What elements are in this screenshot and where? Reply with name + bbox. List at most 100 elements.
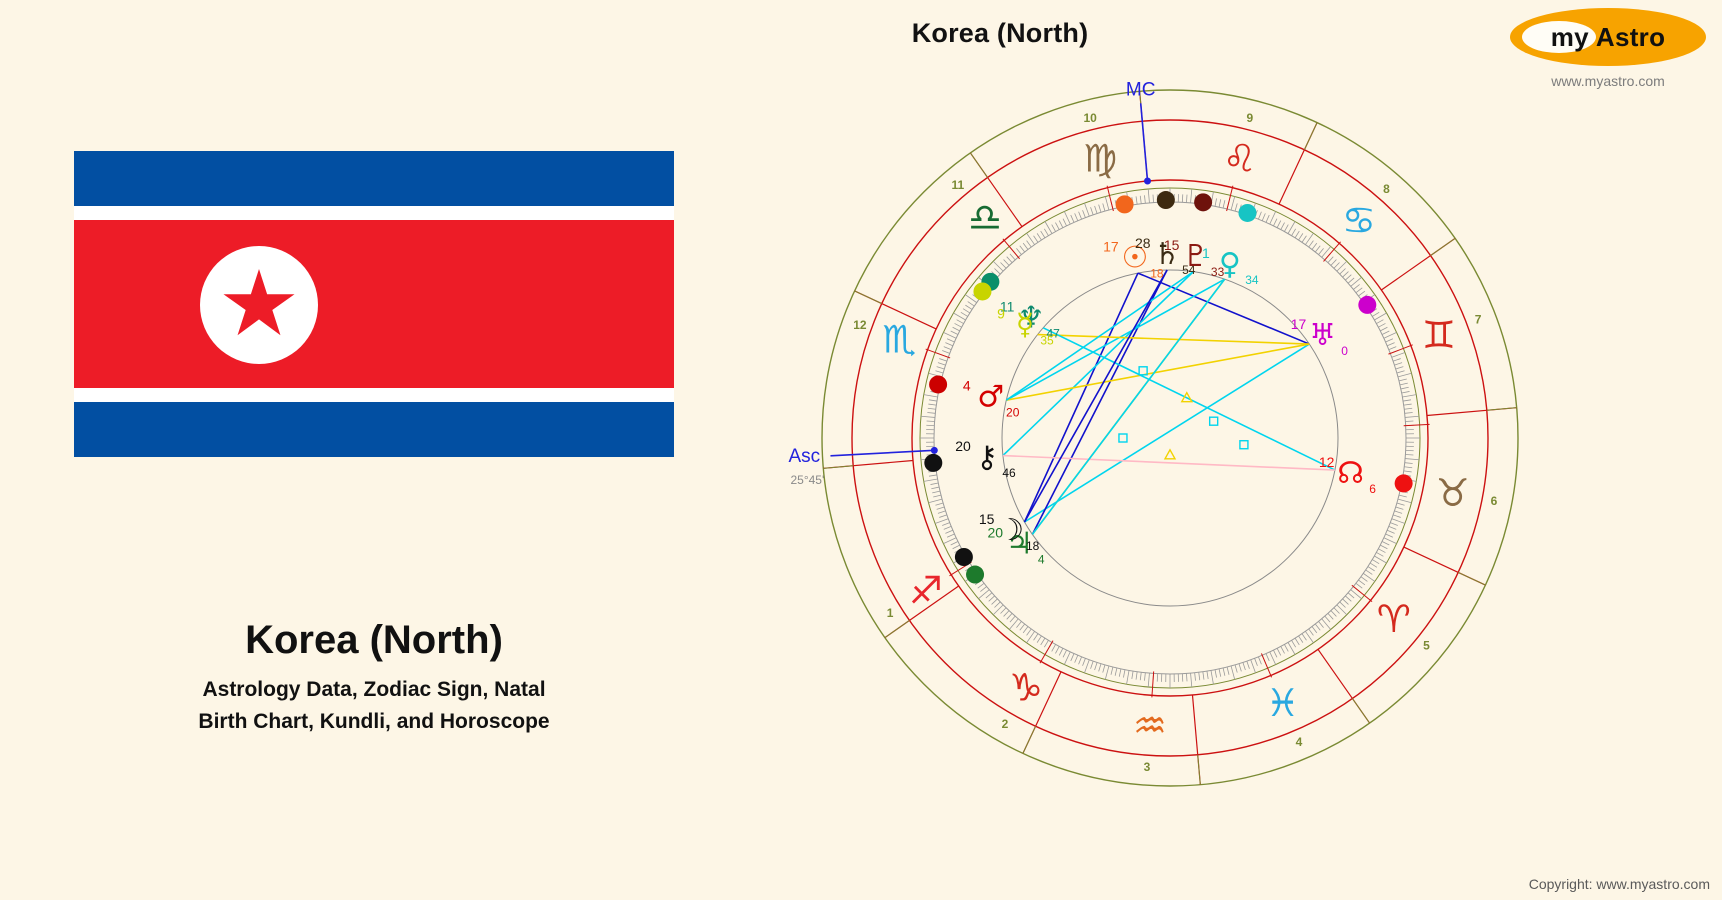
planet-dot-northnode[interactable] bbox=[1394, 474, 1413, 493]
caption-line-1: Astrology Data, Zodiac Sign, Natal bbox=[202, 678, 546, 701]
sign-glyph-capricorn: ♑ bbox=[1009, 665, 1043, 709]
house-number-6: 6 bbox=[1491, 494, 1498, 508]
flag-stripe-red bbox=[74, 220, 674, 388]
house-number-9: 9 bbox=[1246, 111, 1253, 125]
planet-degree-mercury: 9 bbox=[997, 306, 1005, 322]
planet-glyph-uranus[interactable]: ♅ bbox=[1309, 318, 1336, 353]
planet-glyph-northnode[interactable]: ☊ bbox=[1337, 456, 1364, 491]
planet-glyph-neptune[interactable]: ♆ bbox=[1018, 300, 1045, 335]
caption-line-2: Birth Chart, Kundli, and Horoscope bbox=[198, 709, 550, 733]
angle-dot-asc bbox=[930, 446, 938, 454]
sign-glyph-taurus: ♉ bbox=[1436, 471, 1470, 515]
planet-minute-mercury: 35 bbox=[1040, 334, 1054, 348]
angle-label-mc: MC bbox=[1126, 79, 1156, 100]
sign-glyph-libra: ♎ bbox=[968, 195, 1002, 239]
planet-dot-venus[interactable] bbox=[1238, 203, 1257, 222]
planet-glyph-mercury[interactable]: ☿ bbox=[1016, 308, 1034, 343]
planet-degree-pluto: 15 bbox=[1164, 237, 1180, 253]
planet-glyph-jupiter[interactable]: ♃ bbox=[1006, 527, 1033, 562]
planet-minute-jupiter: 4 bbox=[1038, 553, 1045, 567]
planet-glyph-venus[interactable]: ♀ bbox=[1219, 247, 1241, 282]
planet-degree-jupiter: 20 bbox=[987, 525, 1003, 541]
angle-label-asc: Asc bbox=[788, 446, 820, 467]
planet-dot-pluto[interactable] bbox=[1194, 193, 1213, 212]
planet-dot-mercury[interactable] bbox=[973, 282, 992, 301]
house-number-12: 12 bbox=[853, 318, 867, 332]
planet-minute-northnode: 6 bbox=[1369, 482, 1376, 496]
logo-astro-text: Astro bbox=[1595, 21, 1666, 52]
planet-minute-neptune: 47 bbox=[1046, 326, 1060, 340]
planet-minute-moon: 18 bbox=[1026, 539, 1040, 553]
aspect-marker-2 bbox=[1208, 416, 1219, 426]
house-number-2: 2 bbox=[1002, 717, 1009, 731]
planet-degree-neptune: 11 bbox=[1000, 298, 1015, 314]
chart-angles: MC Asc 25°45' bbox=[788, 79, 1155, 487]
planet-minute-pluto: 33 bbox=[1211, 265, 1225, 279]
house-number-4: 4 bbox=[1296, 735, 1303, 749]
planet-dot-moon[interactable] bbox=[954, 548, 973, 566]
planet-markers: ☉1718♄2854♇1533♀134♅170☊126♃204☽1518⚷204… bbox=[924, 191, 1413, 584]
planet-dot-chiron[interactable] bbox=[924, 453, 943, 472]
house-cusp-lines bbox=[823, 91, 1517, 785]
aspect-marker-1 bbox=[1180, 391, 1193, 403]
house-number-8: 8 bbox=[1383, 182, 1390, 196]
planet-dot-saturn[interactable] bbox=[1156, 191, 1175, 210]
planet-glyph-moon[interactable]: ☽ bbox=[997, 513, 1024, 548]
sign-glyph-sagittarius: ♐ bbox=[909, 569, 943, 613]
logo-my-text: my bbox=[1550, 21, 1589, 52]
planet-dot-jupiter[interactable] bbox=[966, 565, 985, 584]
planet-degree-sun: 17 bbox=[1103, 238, 1119, 254]
house-number-7: 7 bbox=[1475, 313, 1482, 327]
sign-glyph-aquarius: ♒ bbox=[1133, 703, 1167, 747]
planet-dot-sun[interactable] bbox=[1115, 195, 1134, 214]
copyright-text: Copyright: www.myastro.com bbox=[1528, 876, 1710, 892]
flag-stripe-white-bottom bbox=[74, 388, 674, 402]
planet-degree-mars: 4 bbox=[963, 378, 971, 394]
house-number-1: 1 bbox=[887, 606, 894, 620]
house-number-11: 11 bbox=[952, 178, 965, 192]
house-number-3: 3 bbox=[1144, 760, 1151, 774]
flag-stripe-white-top bbox=[74, 206, 674, 220]
logo-ellipse-shape: my Astro bbox=[1510, 8, 1706, 66]
planet-glyph-saturn[interactable]: ♄ bbox=[1153, 237, 1180, 272]
sign-ring-inner-circle bbox=[911, 179, 1429, 697]
page-title: Korea (North) bbox=[911, 18, 1089, 48]
planet-degree-chiron: 20 bbox=[955, 438, 971, 454]
sign-glyph-scorpio: ♏ bbox=[882, 317, 916, 361]
sign-glyph-gemini: ♊ bbox=[1422, 313, 1456, 357]
logo-url[interactable]: www.myastro.com bbox=[1551, 73, 1665, 89]
house-number-5: 5 bbox=[1423, 639, 1430, 653]
aspect-marker-4 bbox=[1118, 433, 1128, 443]
planet-degree-uranus: 17 bbox=[1291, 316, 1307, 332]
planet-minute-chiron: 46 bbox=[1002, 466, 1016, 480]
planet-minute-mars: 20 bbox=[1006, 406, 1020, 420]
planet-glyph-pluto[interactable]: ♇ bbox=[1182, 239, 1209, 274]
planet-minute-sun: 18 bbox=[1150, 266, 1164, 280]
planet-dot-uranus[interactable] bbox=[1358, 295, 1377, 314]
angle-degree-asc: 25°45' bbox=[790, 473, 824, 487]
sign-glyph-cancer: ♋ bbox=[1342, 199, 1376, 243]
brand-logo[interactable]: my Astro www.myastro.com bbox=[1508, 8, 1708, 89]
planet-dot-mars[interactable] bbox=[929, 375, 948, 394]
aspect-marker-3 bbox=[1163, 448, 1177, 460]
outer-ring-circle bbox=[821, 89, 1519, 787]
house-number-10: 10 bbox=[1083, 111, 1097, 125]
logo-inner-ellipse-shape bbox=[1522, 21, 1596, 53]
zodiac-sign-glyphs: ♏12♎11♍10♌9♋8♊7♉6♈5♓4♒3♑2♐1 bbox=[853, 111, 1497, 774]
aspect-marker-0 bbox=[1138, 366, 1148, 376]
planet-glyph-sun[interactable]: ☉ bbox=[1121, 240, 1148, 275]
caption-subtitle: Astrology Data, Zodiac Sign, Natal Birth… bbox=[104, 674, 644, 737]
natal-wheel-svg[interactable]: ♏12♎11♍10♌9♋8♊7♉6♈5♓4♒3♑2♐1☉1718♄2854♇15… bbox=[788, 58, 1578, 858]
planet-degree-venus: 1 bbox=[1202, 245, 1210, 261]
planet-glyph-mars[interactable]: ♂ bbox=[977, 380, 1004, 415]
planet-minute-venus: 34 bbox=[1245, 273, 1259, 287]
planet-glyph-chiron[interactable]: ⚷ bbox=[976, 440, 998, 475]
planet-minute-saturn: 54 bbox=[1182, 263, 1196, 277]
angle-dot-mc bbox=[1144, 177, 1152, 185]
planet-degree-saturn: 28 bbox=[1135, 235, 1151, 251]
planet-minute-uranus: 0 bbox=[1341, 344, 1348, 358]
sign-glyph-leo: ♌ bbox=[1223, 137, 1257, 181]
caption-title: Korea (North) bbox=[245, 618, 503, 662]
degree-ring-inner-circle bbox=[933, 201, 1407, 675]
